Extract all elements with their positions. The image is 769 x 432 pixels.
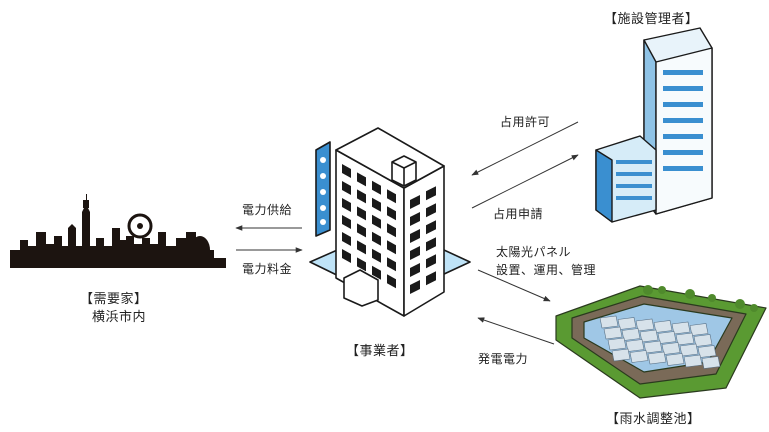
solar-panel xyxy=(697,345,717,358)
building-window xyxy=(387,257,396,272)
arrow-solar-management xyxy=(477,269,551,302)
occupancy-permit-label: 占用許可 xyxy=(500,115,551,129)
solar-panel xyxy=(683,354,703,368)
solar-panel xyxy=(675,332,695,346)
building-window xyxy=(426,220,436,235)
facility-manager-label: 【施設管理者】 xyxy=(604,12,699,27)
solar-panel xyxy=(603,326,623,340)
power-supply-label: 電力供給 xyxy=(242,203,293,217)
arrow-occupancy-permit xyxy=(471,121,579,176)
solar-panel xyxy=(647,351,667,365)
solar-panel xyxy=(701,356,721,369)
building-window xyxy=(372,248,381,263)
retention-pond-label: 【雨水調整池】 xyxy=(606,412,701,427)
building-window xyxy=(357,257,366,272)
building-window xyxy=(426,186,436,201)
building-window xyxy=(372,197,381,212)
consumer-location-label: 横浜市内 xyxy=(92,310,147,325)
power-fee-label: 電力料金 xyxy=(242,262,293,276)
building-window xyxy=(357,189,366,204)
building-window xyxy=(426,254,436,269)
operator-label: 【事業者】 xyxy=(346,344,414,359)
solar-panel xyxy=(689,323,709,336)
building-window xyxy=(372,214,381,229)
solar-panel xyxy=(679,343,699,357)
solar-panel xyxy=(671,321,691,335)
building-window xyxy=(387,189,396,204)
solar-panel xyxy=(665,353,685,366)
arrow-occupancy-application xyxy=(471,154,579,209)
occupancy-application-label: 占用申請 xyxy=(493,207,544,221)
solar-panel xyxy=(635,318,655,332)
building-window xyxy=(342,249,351,263)
building-window xyxy=(387,223,396,238)
building-window xyxy=(387,240,396,255)
building-window xyxy=(342,215,351,229)
solar-panel xyxy=(607,337,627,351)
building-window xyxy=(387,206,396,221)
building-window xyxy=(342,198,351,212)
building-window xyxy=(357,206,366,221)
building-window xyxy=(410,212,420,226)
solar-panel xyxy=(617,317,637,330)
building-window xyxy=(357,172,366,187)
solar-panel xyxy=(657,331,677,344)
building-window xyxy=(410,263,420,277)
consumer-label: 【需要家】 xyxy=(80,292,148,307)
building-window xyxy=(357,223,366,238)
solar-panel xyxy=(621,328,641,341)
building-window xyxy=(426,271,436,286)
solar-panel xyxy=(625,339,645,352)
solar-panel xyxy=(693,334,713,347)
building-window xyxy=(372,265,381,280)
building-window xyxy=(410,280,420,294)
building-window xyxy=(342,181,351,195)
building-window xyxy=(342,232,351,246)
solar-panel xyxy=(599,315,619,329)
building-window xyxy=(372,180,381,195)
solar-panel-label: 太陽光パネル xyxy=(496,245,572,259)
arrow-generated-power xyxy=(477,317,555,345)
solar-panel xyxy=(639,329,659,343)
building-window xyxy=(410,229,420,243)
building-window xyxy=(426,237,436,252)
solar-management-label: 設置、運用、管理 xyxy=(496,263,597,277)
building-window xyxy=(357,240,366,255)
building-window xyxy=(410,246,420,260)
building-window xyxy=(372,231,381,246)
solar-panel xyxy=(643,340,663,354)
generated-power-label: 発電電力 xyxy=(478,352,529,366)
building-window xyxy=(426,203,436,218)
solar-panel xyxy=(653,320,673,333)
building-window xyxy=(410,195,420,209)
solar-panel xyxy=(611,348,631,362)
solar-panel xyxy=(661,342,681,355)
solar-panel xyxy=(629,350,649,363)
building-window xyxy=(342,164,351,178)
building-window xyxy=(387,274,396,289)
